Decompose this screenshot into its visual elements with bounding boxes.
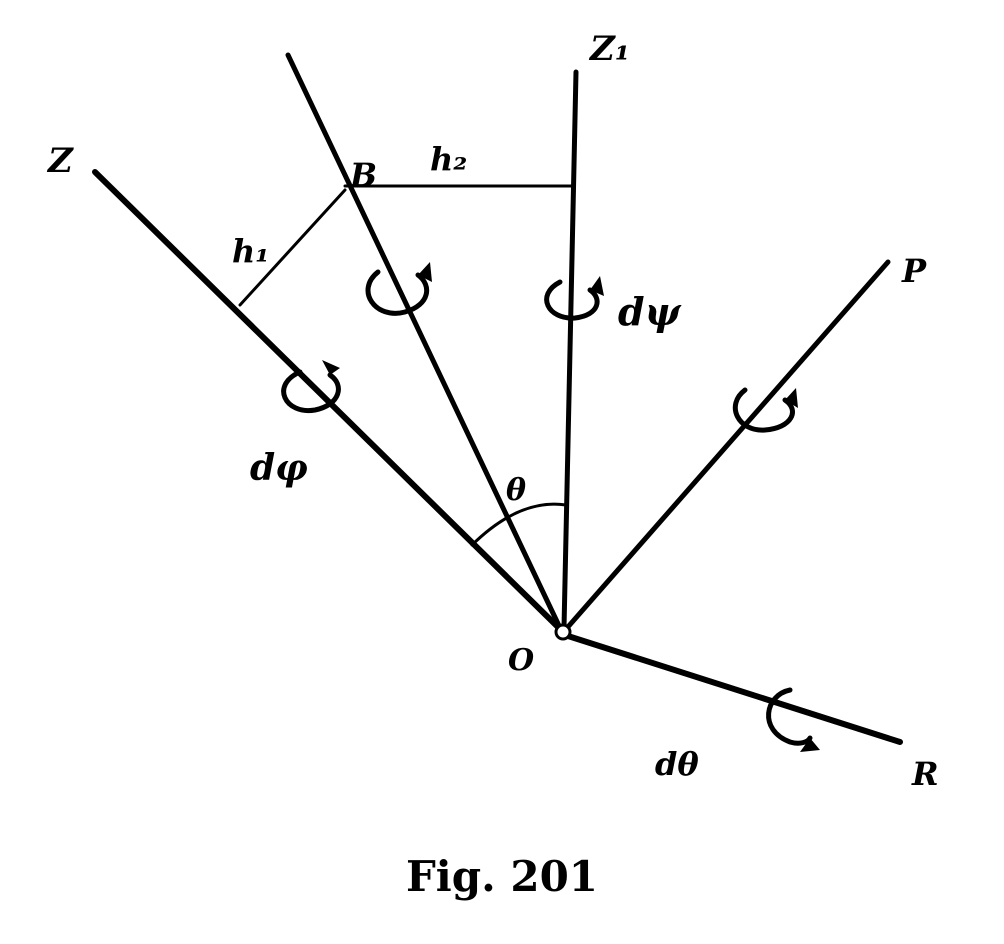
axis-b bbox=[285, 52, 564, 633]
label-z: Z bbox=[46, 141, 74, 181]
label-p: P bbox=[901, 252, 927, 290]
label-h2: h₂ bbox=[430, 140, 467, 178]
label-r: R bbox=[911, 755, 939, 793]
label-b: B bbox=[349, 156, 377, 194]
origin-point bbox=[554, 623, 572, 641]
axis-z bbox=[92, 169, 564, 633]
segment-h1 bbox=[238, 188, 347, 307]
label-z1: Z₁ bbox=[588, 29, 630, 69]
label-d-phi: dφ bbox=[250, 447, 308, 489]
rotation-arrow-p bbox=[732, 387, 795, 433]
theta-angle-arc bbox=[470, 502, 568, 547]
axis-r bbox=[565, 633, 903, 745]
rotation-arrow-b bbox=[365, 269, 430, 316]
label-o: O bbox=[508, 643, 534, 678]
rotation-arrow-phi bbox=[281, 369, 341, 413]
figure-caption: Fig. 201 bbox=[405, 852, 599, 901]
rotation-arrow-r bbox=[766, 687, 813, 746]
rotation-arrow-psi bbox=[544, 279, 600, 321]
axis-z1 bbox=[561, 69, 579, 631]
label-theta: θ bbox=[506, 473, 526, 508]
label-h1: h₁ bbox=[232, 232, 269, 270]
label-d-psi: dψ bbox=[618, 289, 682, 334]
label-d-theta: dθ bbox=[655, 745, 699, 783]
axis-p bbox=[564, 259, 891, 631]
